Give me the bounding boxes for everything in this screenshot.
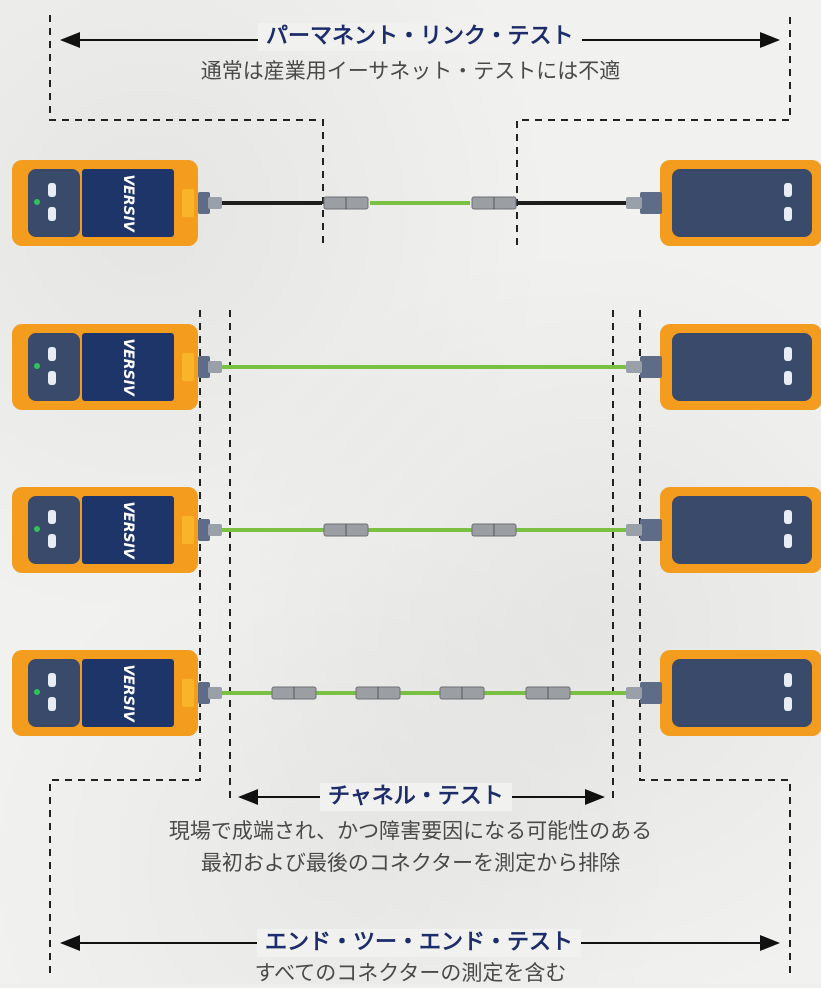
cable-connector: [271, 686, 317, 700]
versiv-main-unit: VERSIV: [12, 487, 222, 573]
permanent-link-boundary: [49, 15, 791, 245]
end-to-end-note: すべてのコネクターの測定を含む: [254, 961, 567, 985]
cable-connector: [355, 686, 401, 700]
channel-title: チャネル・テスト: [320, 783, 512, 811]
versiv-logo: VERSIV: [120, 501, 136, 559]
cable-connector: [525, 686, 571, 700]
channel-note-line2: 最初および最後のコネクターを測定から排除: [200, 851, 621, 875]
end-to-end-boundary: [49, 310, 791, 975]
versiv-main-unit: VERSIV: [12, 324, 222, 410]
versiv-remote-unit: [626, 160, 821, 246]
cable-connector: [471, 196, 517, 210]
permanent-link-title: パーマネント・リンク・テスト: [258, 23, 582, 51]
versiv-remote-unit: [626, 487, 821, 573]
channel-note-line1: 現場で成端され、かつ障害要因になる可能性のある: [168, 819, 653, 843]
versiv-main-unit: VERSIV: [12, 650, 222, 736]
versiv-logo: VERSIV: [120, 174, 136, 232]
cable-connector: [323, 523, 369, 537]
versiv-logo: VERSIV: [120, 664, 136, 722]
cable-connector: [439, 686, 485, 700]
end-to-end-title: エンド・ツー・エンド・テスト: [257, 929, 582, 957]
cable-connector: [471, 523, 517, 537]
permanent-link-note: 通常は産業用イーサネット・テストには不適: [200, 59, 621, 83]
versiv-logo: VERSIV: [120, 338, 136, 396]
cable-connector: [323, 196, 369, 210]
versiv-main-unit: VERSIV: [12, 160, 222, 246]
versiv-remote-unit: [626, 650, 821, 736]
versiv-remote-unit: [626, 324, 821, 410]
